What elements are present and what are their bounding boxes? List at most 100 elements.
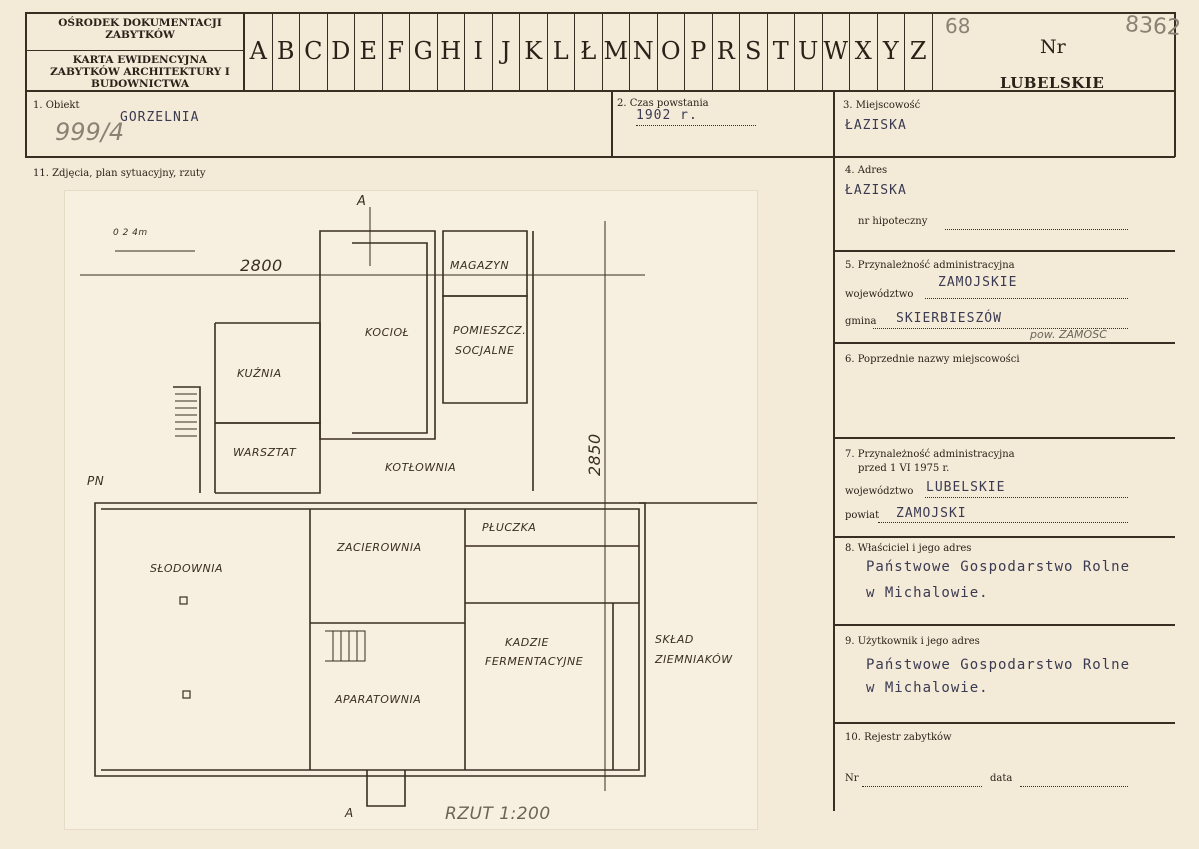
room-label-pluczka: PŁUCZKA — [482, 521, 536, 534]
miejscowosc-label: 3. Miejscowość — [843, 100, 921, 111]
staircase-apparatus — [325, 630, 366, 662]
wall-main-outer-inner — [101, 508, 640, 771]
wojewodztwo-old-value: LUBELSKIE — [926, 480, 1006, 495]
wall-socjalne — [442, 295, 528, 404]
rejestr-nr-line — [862, 785, 982, 787]
room-label-ziemniakow: ZIEMNIAKÓW — [654, 653, 733, 666]
room-label-zacierownia: ZACIEROWNIA — [336, 541, 422, 554]
letter-cell-24: Y — [878, 12, 905, 90]
room-label-aparatownia: APARATOWNIA — [334, 693, 421, 706]
wojewodztwo-old-label: województwo — [845, 486, 914, 497]
institution-name: OŚRODEK DOKUMENTACJI ZABYTKÓW — [58, 17, 222, 41]
row1-divider-1 — [611, 91, 613, 157]
floor-plan-drawing: KOCIOŁ MAGAZYN POMIESZCZ. SOCJALNE KUŹNI… — [80, 194, 757, 824]
letter-cell-17: P — [685, 12, 713, 90]
obiekt-handwritten: 999/4 — [55, 118, 125, 146]
miejscowosc-value: ŁAZISKA — [845, 118, 907, 133]
dimension-horizontal-label: 2800 — [240, 256, 283, 275]
rejestr-data-line — [1020, 785, 1128, 787]
powiat-value: ZAMOJSKI — [896, 506, 967, 521]
right-divider-2 — [834, 342, 1175, 344]
poprzednie-label: 6. Poprzednie nazwy miejscowości — [845, 354, 1020, 365]
frame-top-line — [25, 12, 1175, 14]
gmina-label: gmina — [845, 316, 877, 327]
entrance-box — [366, 770, 406, 807]
letter-cell-13: Ł — [575, 12, 603, 90]
hipoteczny-label: nr hipoteczny — [858, 216, 928, 227]
letter-cell-14: M — [603, 12, 630, 90]
letter-cell-9: I — [465, 12, 493, 90]
hipoteczny-line — [945, 228, 1128, 230]
staircase-west — [175, 386, 197, 437]
letter-cell-20: T — [768, 12, 795, 90]
wojewodztwo-old-line — [925, 496, 1128, 498]
letter-cell-16: O — [658, 12, 685, 90]
room-label-sklad: SKŁAD — [655, 633, 694, 646]
plan-caption: RZUT 1:200 — [445, 804, 551, 824]
region-name: LUBELSKIE — [1000, 74, 1105, 92]
wlasciciel-label: 8. Właściciel i jego adres — [845, 543, 972, 554]
obiekt-label: 1. Obiekt — [33, 100, 80, 111]
wall-stair-col — [173, 386, 201, 493]
handwritten-number: 68 — [945, 14, 971, 38]
rejestr-nr-label: Nr — [845, 773, 859, 784]
gmina-handwritten: pow. ZAMOŚĆ — [1030, 328, 1107, 341]
scale-label: 0 2 4m — [113, 228, 148, 238]
wlasciciel-line2: w Michalowie. — [866, 585, 989, 601]
wojewodztwo-label: województwo — [845, 289, 914, 300]
frame-right-line — [1174, 12, 1176, 157]
gmina-value: SKIERBIESZÓW — [896, 311, 1002, 326]
nr-label: Nr — [1040, 36, 1066, 58]
uzytkownik-line2: w Michalowie. — [866, 680, 989, 696]
wojewodztwo-value: ZAMOJSKIE — [938, 275, 1018, 290]
wall-warsztat — [215, 422, 321, 494]
letter-cell-22: W — [823, 12, 850, 90]
letter-cell-2: B — [273, 12, 300, 90]
room-label-kadzie: KADZIE — [505, 636, 549, 649]
wojewodztwo-line — [925, 297, 1128, 299]
section-mark-bottom: A — [344, 806, 354, 820]
przynaleznosc-old-sub: przed 1 VI 1975 r. — [858, 463, 950, 474]
dimension-vertical-label: 2850 — [585, 433, 604, 476]
letter-cell-1: A — [245, 12, 273, 90]
room-label-magazyn: MAGAZYN — [450, 259, 509, 272]
room-label-warsztat: WARSZTAT — [233, 446, 297, 459]
adres-label: 4. Adres — [845, 165, 888, 176]
header-inner-divider — [27, 50, 243, 51]
letter-cell-8: H — [438, 12, 465, 90]
room-label-kotlownia: KOTŁOWNIA — [385, 461, 456, 474]
letter-cell-21: U — [795, 12, 823, 90]
letter-cell-18: R — [713, 12, 740, 90]
room-label-fermentacyjne: FERMENTACYJNE — [485, 655, 583, 668]
frame-header-bottom-line — [25, 90, 1175, 92]
room-label-pomieszcz: POMIESZCZ. — [453, 324, 526, 337]
czas-value: 1902 r. — [636, 108, 698, 123]
letter-cell-15: N — [630, 12, 658, 90]
letter-cell-3: C — [300, 12, 328, 90]
przynaleznosc-label: 5. Przynależność administracyjna — [845, 260, 1015, 271]
wall-main-outer — [94, 502, 646, 777]
room-label-kuznia: KUŹNIA — [237, 367, 282, 380]
przynaleznosc-old-label: 7. Przynależność administracyjna — [845, 449, 1015, 460]
marker-square-2 — [182, 690, 191, 699]
obiekt-value: GORZELNIA — [120, 110, 200, 125]
corner-number: 8362 — [1124, 12, 1182, 41]
uzytkownik-line1: Państwowe Gospodarstwo Rolne — [866, 657, 1131, 673]
room-label-socjalne: SOCJALNE — [455, 344, 514, 357]
letter-cell-10: J — [493, 12, 520, 90]
wall-kociol-inner — [352, 242, 428, 434]
letter-cell-23: X — [850, 12, 878, 90]
right-divider-5 — [834, 624, 1175, 626]
powiat-line — [878, 521, 1128, 523]
right-divider-4 — [834, 536, 1175, 538]
row1-bottom-line — [25, 156, 1175, 158]
marker-square-1 — [179, 596, 188, 605]
letter-cell-7: G — [410, 12, 438, 90]
right-divider-1 — [834, 250, 1175, 252]
uzytkownik-label: 9. Użytkownik i jego adres — [845, 636, 980, 647]
letter-cell-25: Z — [905, 12, 933, 90]
letter-cell-19: S — [740, 12, 768, 90]
corner-mark: PN — [87, 474, 104, 488]
letter-cell-4: D — [328, 12, 355, 90]
rejestr-label: 10. Rejestr zabytków — [845, 732, 952, 743]
